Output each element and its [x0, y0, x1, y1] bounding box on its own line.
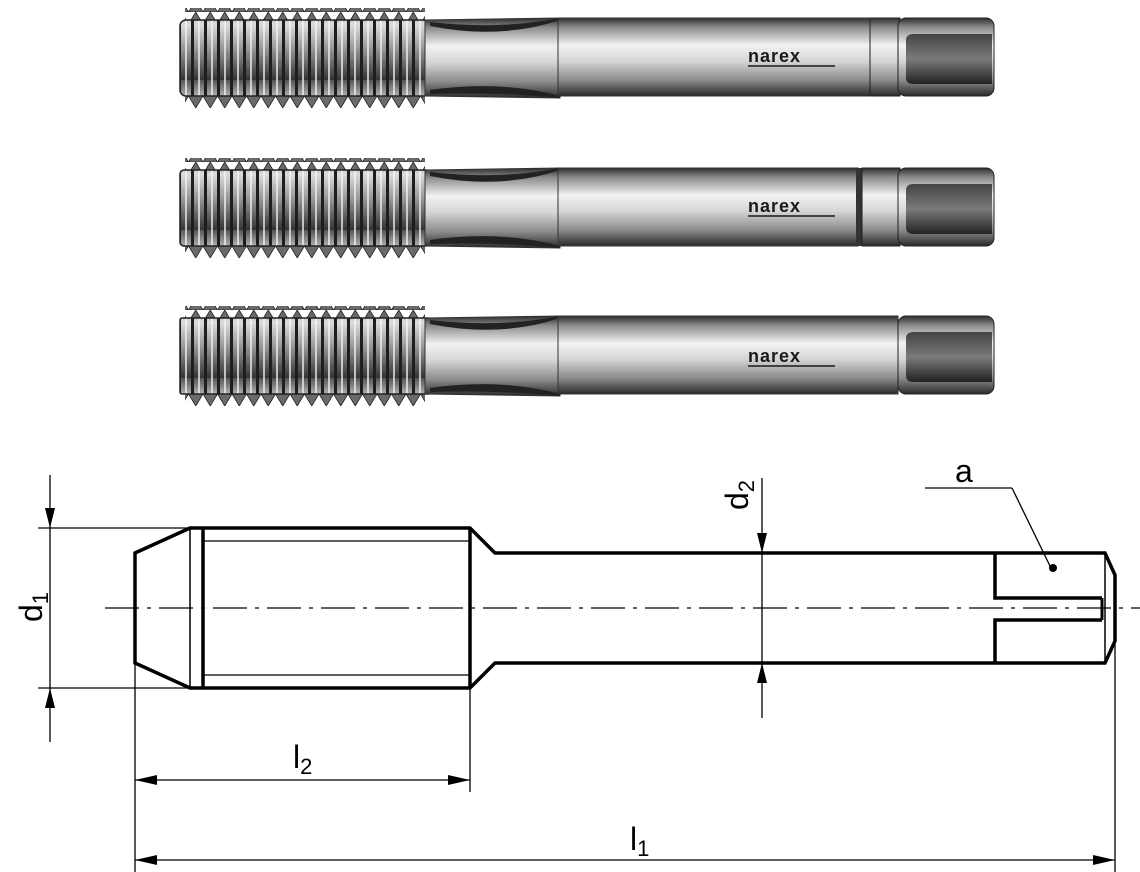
label-a: a — [955, 453, 973, 489]
label-l1: l1 — [630, 821, 649, 861]
technical-drawing — [38, 475, 1140, 872]
label-d1: d1 — [13, 592, 53, 622]
svg-text:d1: d1 — [13, 592, 53, 622]
tap-photo-1: narex — [179, 8, 995, 108]
label-d2: d2 — [719, 480, 759, 510]
tap-photo-3: narex — [179, 306, 995, 406]
tap-photo-2: narex — [179, 158, 995, 258]
square-drive — [993, 553, 1102, 663]
label-l2: l2 — [293, 739, 312, 779]
brand-logo-2: narex — [748, 196, 801, 216]
brand-logo-1: narex — [748, 46, 801, 66]
svg-text:d2: d2 — [719, 480, 759, 510]
brand-logo-3: narex — [748, 346, 801, 366]
